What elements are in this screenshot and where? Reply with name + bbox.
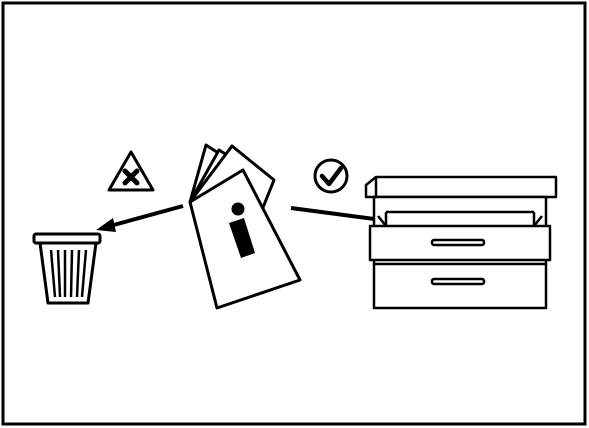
warning-cross-icon <box>107 150 155 192</box>
check-circle-icon <box>313 158 349 194</box>
info-booklet-icon <box>188 143 302 310</box>
info-symbol <box>229 202 255 258</box>
filing-cabinet-icon <box>364 175 558 310</box>
arrow-to-trash <box>96 204 184 232</box>
trash-bin-icon <box>32 232 102 305</box>
drawer-handle-top <box>430 238 486 247</box>
drawer-handle-bottom <box>430 277 486 286</box>
